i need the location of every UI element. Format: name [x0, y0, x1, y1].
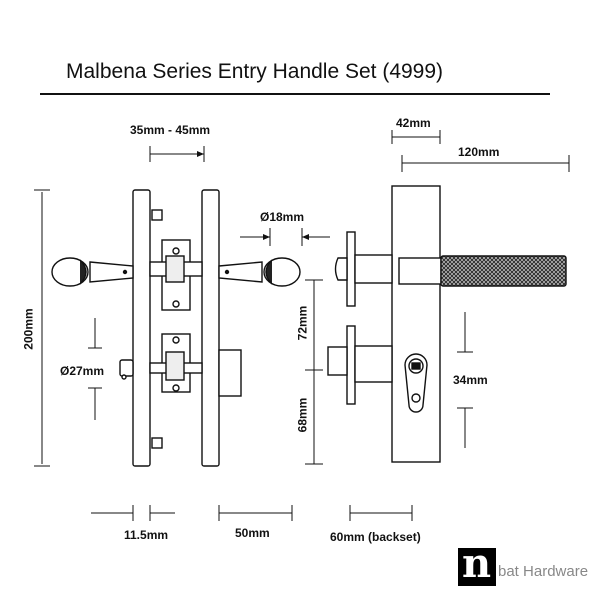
dim-width-42: 42mm [396, 116, 431, 130]
left-lever-knob [51, 257, 89, 287]
dim-backset: 60mm (backset) [330, 530, 421, 544]
dim-thickness: 11.5mm [124, 528, 169, 542]
title-underline [40, 93, 550, 95]
screw [172, 300, 180, 308]
left-lever-arm [89, 261, 134, 283]
page-title: Malbena Series Entry Handle Set (4999) [66, 60, 444, 83]
dim-height: 200mm [21, 308, 36, 350]
side-view [51, 189, 301, 467]
logo-letter: n [462, 540, 492, 587]
dim-spacing: 50mm [235, 526, 270, 540]
lever-grip [440, 255, 567, 287]
dim-lever-len: 120mm [458, 145, 500, 159]
right-backplate [201, 189, 220, 467]
plate-tab [151, 437, 163, 449]
brand-logo: n bat Hardware [458, 542, 589, 586]
right-lever-arm [218, 261, 263, 283]
dimension-lines [34, 130, 570, 521]
latch-body [354, 254, 393, 284]
latch-faceplate [346, 231, 356, 307]
logo-mark: n [458, 542, 496, 586]
screw [172, 336, 180, 344]
left-backplate [132, 189, 151, 467]
screw [172, 384, 180, 392]
brand-name: bat Hardware [498, 562, 589, 580]
deadbolt-body [354, 345, 393, 383]
cyl-cam [165, 351, 185, 381]
dim-lever-dia: Ø18mm [260, 210, 305, 224]
front-view [327, 185, 567, 463]
dim-cyl-34: 34mm [453, 373, 488, 387]
screw [172, 247, 180, 255]
latch-tongue [334, 257, 348, 281]
deadbolt-faceplate [346, 325, 356, 405]
deadbolt-case [218, 349, 242, 397]
plate-tab [151, 209, 163, 221]
front-backplate [391, 185, 441, 463]
dim-c1: 72mm [295, 305, 310, 341]
thumb-turn [119, 359, 134, 377]
spindle-center [165, 255, 185, 283]
deadbolt [327, 346, 348, 376]
dim-c2: 68mm [295, 397, 310, 433]
dim-rose-range: 35mm - 45mm [130, 123, 211, 137]
lever-neck [398, 257, 442, 285]
right-lever-knob [263, 257, 301, 287]
dim-cyl-dia: Ø27mm [60, 364, 105, 378]
